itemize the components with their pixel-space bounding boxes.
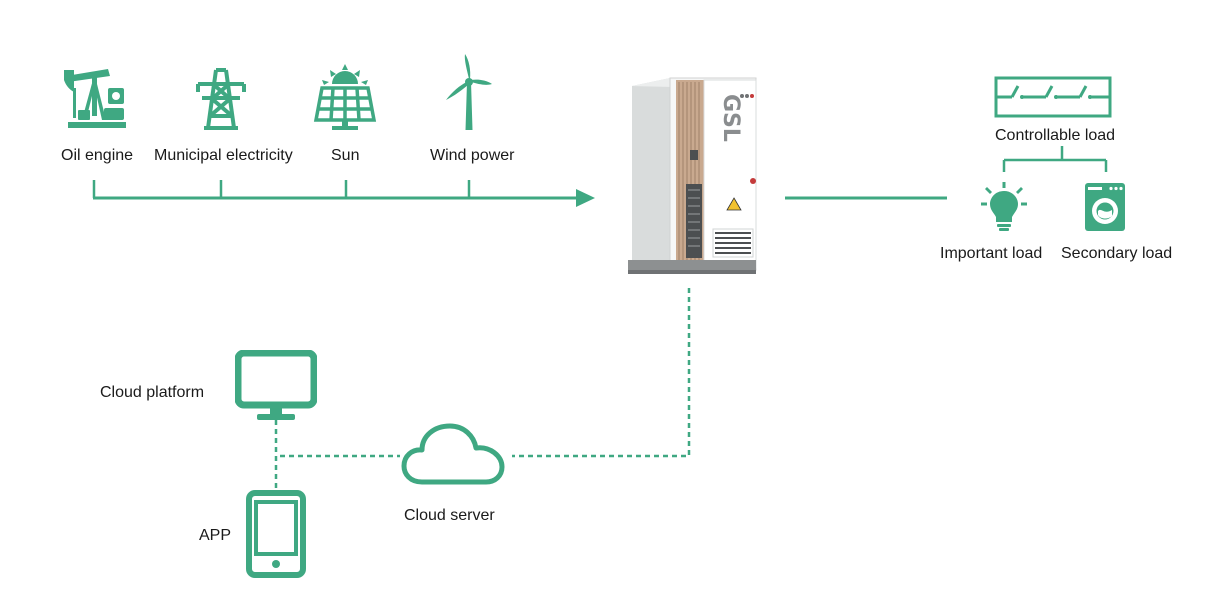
monitor-icon (235, 350, 317, 420)
washing-machine-icon (1085, 183, 1125, 231)
solar-panel-icon (313, 64, 377, 130)
light-bulb-icon (981, 182, 1027, 231)
comm-line-cabinet-server (512, 288, 691, 458)
tablet-icon (246, 490, 306, 578)
source-label-oil-engine: Oil engine (61, 147, 134, 164)
controllable-load-label: Controllable load (995, 127, 1116, 144)
secondary-load-label: Secondary load (1061, 245, 1173, 262)
power-pylon-icon (196, 68, 246, 130)
arrow-head (576, 189, 595, 207)
energy-storage-cabinet: GSL (628, 77, 757, 274)
cloud-platform-label: Cloud platform (100, 384, 205, 401)
switch-panel-icon (994, 76, 1112, 118)
source-label-wind-power: Wind power (430, 147, 515, 164)
oil-pump-jack-icon (64, 69, 126, 128)
cabinet-brand: GSL (718, 94, 743, 142)
app-label: APP (199, 527, 232, 544)
cloud-icon (401, 423, 505, 485)
important-load-label: Important load (940, 245, 1043, 262)
source-label-municipal-electricity: Municipal electricity (154, 147, 293, 164)
wind-turbine-icon (446, 54, 492, 130)
cloud-server-label: Cloud server (404, 507, 495, 524)
source-label-sun: Sun (331, 147, 360, 164)
